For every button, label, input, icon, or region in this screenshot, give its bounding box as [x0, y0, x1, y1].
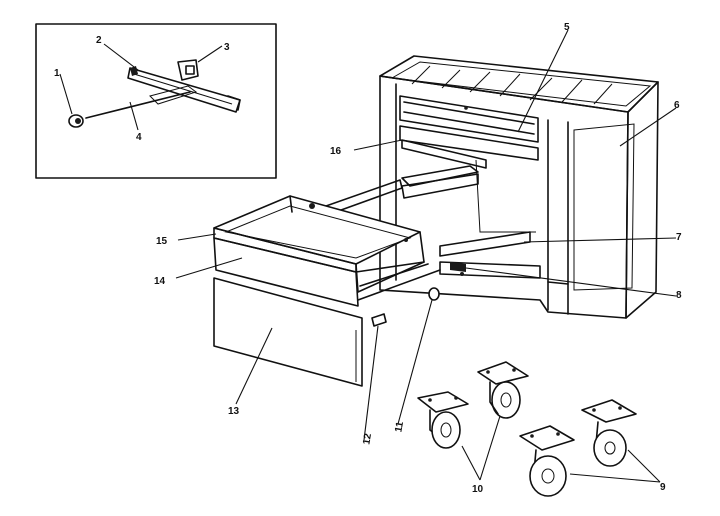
label-part-4: 4 — [136, 132, 142, 143]
label-part-7: 7 — [676, 232, 682, 243]
drawer-panel — [213, 277, 363, 387]
label-part-9: 9 — [660, 482, 666, 493]
caster-swivel-2 — [581, 399, 637, 467]
cabinet-front-frame — [379, 75, 629, 319]
top-drawer — [399, 95, 539, 143]
label-part-1: 1 — [54, 68, 60, 79]
label-part-15: 15 — [156, 236, 168, 247]
drawer-slide-part — [127, 66, 241, 113]
bracket-part — [177, 59, 199, 81]
label-part-6: 6 — [674, 100, 680, 111]
label-part-12: 12 — [361, 432, 374, 445]
caster-swivel-1 — [519, 425, 575, 497]
cabinet-top — [379, 55, 659, 113]
hardware-parts: 12 11 — [361, 287, 440, 446]
upper-slide-rail — [401, 139, 487, 169]
caster-rigid-1 — [417, 391, 469, 449]
lower-slide-rail — [439, 231, 531, 257]
drawer-front — [213, 237, 359, 307]
label-part-2: 2 — [96, 35, 102, 46]
label-part-5: 5 — [564, 22, 570, 33]
open-drawer: 15 14 13 — [154, 179, 441, 417]
rod-part — [85, 91, 191, 119]
label-part-13: 13 — [228, 406, 240, 417]
label-part-16: 16 — [330, 146, 342, 157]
clip-part — [428, 287, 440, 301]
caster-rigid-2 — [477, 361, 529, 419]
tool-cabinet: 5 6 16 7 8 — [330, 22, 682, 319]
latch-part — [371, 313, 387, 327]
label-part-10: 10 — [472, 484, 484, 495]
knob-part — [68, 114, 84, 128]
cabinet-side-panel — [625, 81, 659, 319]
label-part-3: 3 — [224, 42, 230, 53]
label-part-8: 8 — [676, 290, 682, 301]
label-part-11: 11 — [393, 420, 406, 433]
label-part-14: 14 — [154, 276, 166, 287]
casters: 10 9 — [417, 361, 666, 497]
inset-frame — [35, 23, 277, 179]
inset-detail: 2 3 1 4 — [35, 23, 277, 179]
